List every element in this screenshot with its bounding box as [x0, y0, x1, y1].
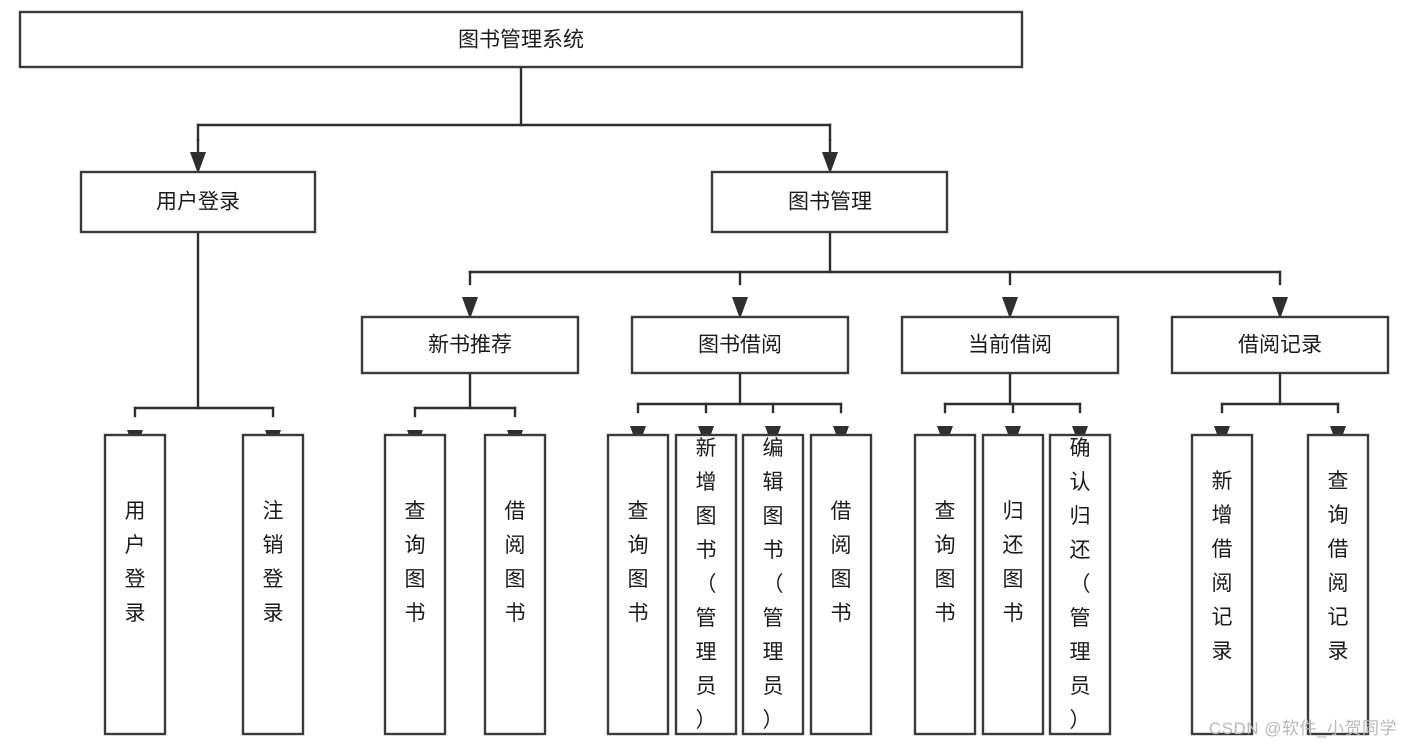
node-leaf-borrow-borrow-book[interactable]: 借阅图书: [809, 433, 873, 736]
node-current-borrow-label: 当前借阅: [968, 334, 1052, 357]
node-leaf-record-add-record-label: 新增借阅记录: [1212, 470, 1233, 663]
node-root-system-label: 图书管理系统: [458, 29, 584, 52]
node-leaf-record-query-record-label: 查询借阅记录: [1328, 470, 1349, 663]
node-leaf-user-login-logout-label: 注销登录: [263, 500, 284, 625]
node-leaf-current-query-book-label: 查询图书: [935, 500, 956, 625]
node-book-management-label: 图书管理: [788, 191, 872, 214]
connector-group-current-borrow: [937, 371, 1088, 448]
node-leaf-borrow-query-book[interactable]: 查询图书: [606, 433, 670, 736]
node-book-management[interactable]: 图书管理: [710, 170, 949, 234]
node-leaf-current-query-book[interactable]: 查询图书: [913, 433, 977, 736]
node-leaf-record-query-record[interactable]: 查询借阅记录: [1306, 433, 1370, 736]
node-leaf-borrow-query-book-label: 查询图书: [628, 500, 649, 625]
node-leaf-borrow-borrow-book-label: 借阅图书: [831, 500, 852, 625]
node-user-login-label: 用户登录: [156, 191, 240, 214]
connector-group-user-login: [127, 230, 281, 452]
node-leaf-user-login-login-label: 用户登录: [125, 500, 146, 625]
node-leaf-user-login-login[interactable]: 用户登录: [103, 433, 167, 736]
node-leaf-record-add-record[interactable]: 新增借阅记录: [1190, 433, 1254, 736]
node-leaf-borrow-edit-book-label: 编辑图书（管理员）: [763, 437, 784, 732]
node-leaf-user-login-logout[interactable]: 注销登录: [241, 433, 305, 736]
node-leaf-recommend-borrow-book-label: 借阅图书: [505, 500, 526, 625]
node-leaf-borrow-edit-book[interactable]: 编辑图书（管理员）: [741, 433, 805, 736]
node-new-book-recommend-label: 新书推荐: [428, 334, 512, 357]
node-borrow-record-label: 借阅记录: [1238, 334, 1322, 357]
node-book-borrow[interactable]: 图书借阅: [630, 315, 850, 375]
node-leaf-recommend-query-book-label: 查询图书: [405, 500, 426, 625]
node-book-borrow-label: 图书借阅: [698, 334, 782, 357]
connector-group-book-borrow: [630, 371, 849, 448]
node-leaf-borrow-add-book[interactable]: 新增图书（管理员）: [674, 433, 738, 736]
node-leaf-current-confirm-return-label: 确认归还（管理员）: [1070, 437, 1091, 732]
node-leaf-current-return-book[interactable]: 归还图书: [981, 433, 1045, 736]
node-leaf-recommend-borrow-book[interactable]: 借阅图书: [483, 433, 547, 736]
connector-group-new-book-recommend: [407, 371, 523, 452]
node-leaf-recommend-query-book[interactable]: 查询图书: [383, 433, 447, 736]
connector-group-borrow-record: [1214, 371, 1346, 448]
connector-group-root: [190, 65, 838, 174]
node-new-book-recommend[interactable]: 新书推荐: [360, 315, 580, 375]
node-current-borrow[interactable]: 当前借阅: [900, 315, 1120, 375]
node-user-login[interactable]: 用户登录: [79, 170, 317, 234]
node-root-system[interactable]: 图书管理系统: [18, 10, 1024, 69]
connector-group-book-management: [462, 230, 1288, 319]
csdn-watermark: CSDN @软件_小贺同学: [1208, 719, 1397, 738]
node-borrow-record[interactable]: 借阅记录: [1170, 315, 1390, 375]
node-leaf-current-return-book-label: 归还图书: [1003, 500, 1024, 625]
node-leaf-current-confirm-return[interactable]: 确认归还（管理员）: [1048, 433, 1112, 736]
node-leaf-borrow-add-book-label: 新增图书（管理员）: [696, 437, 717, 732]
